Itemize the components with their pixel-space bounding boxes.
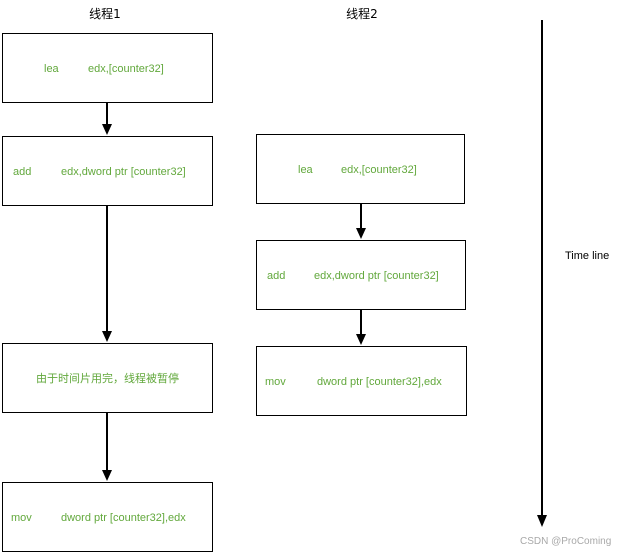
- step-op: add: [267, 270, 286, 282]
- thread2-title: 线程2: [346, 7, 378, 21]
- step-op: mov: [265, 376, 286, 388]
- step-args: edx,[counter32]: [341, 164, 417, 176]
- step-op: lea: [44, 63, 59, 75]
- thread2-arrow-2: [356, 310, 366, 345]
- step-args: edx,dword ptr [counter32]: [61, 166, 186, 178]
- step-op: mov: [11, 512, 32, 524]
- thread2-step-lea: lea edx,[counter32]: [256, 134, 465, 204]
- thread1-arrow-1: [102, 103, 112, 135]
- step-op: add: [13, 166, 32, 178]
- step-args: edx,dword ptr [counter32]: [314, 270, 439, 282]
- step-args: dword ptr [counter32],edx: [61, 512, 186, 524]
- watermark: CSDN @ProComing: [520, 536, 612, 547]
- timeline-label: Time line: [565, 250, 610, 262]
- timeline-arrow: [537, 20, 547, 527]
- thread1-arrow-3: [102, 413, 112, 481]
- step-args: edx,[counter32]: [88, 63, 164, 75]
- step-text: 由于时间片用完，线程被暂停: [36, 372, 179, 385]
- thread1-title: 线程1: [89, 7, 121, 21]
- thread1-step-paused: 由于时间片用完，线程被暂停: [2, 343, 213, 413]
- step-args: dword ptr [counter32],edx: [317, 376, 442, 388]
- thread1-step-add: add edx,dword ptr [counter32]: [2, 136, 213, 206]
- thread1-step-mov: mov dword ptr [counter32],edx: [2, 482, 213, 552]
- thread1-step-lea: lea edx,[counter32]: [2, 33, 213, 103]
- thread2-arrow-1: [356, 204, 366, 239]
- thread2-step-mov: mov dword ptr [counter32],edx: [256, 346, 467, 416]
- thread1-arrow-2: [102, 206, 112, 342]
- step-op: lea: [298, 164, 313, 176]
- thread2-step-add: add edx,dword ptr [counter32]: [256, 240, 466, 310]
